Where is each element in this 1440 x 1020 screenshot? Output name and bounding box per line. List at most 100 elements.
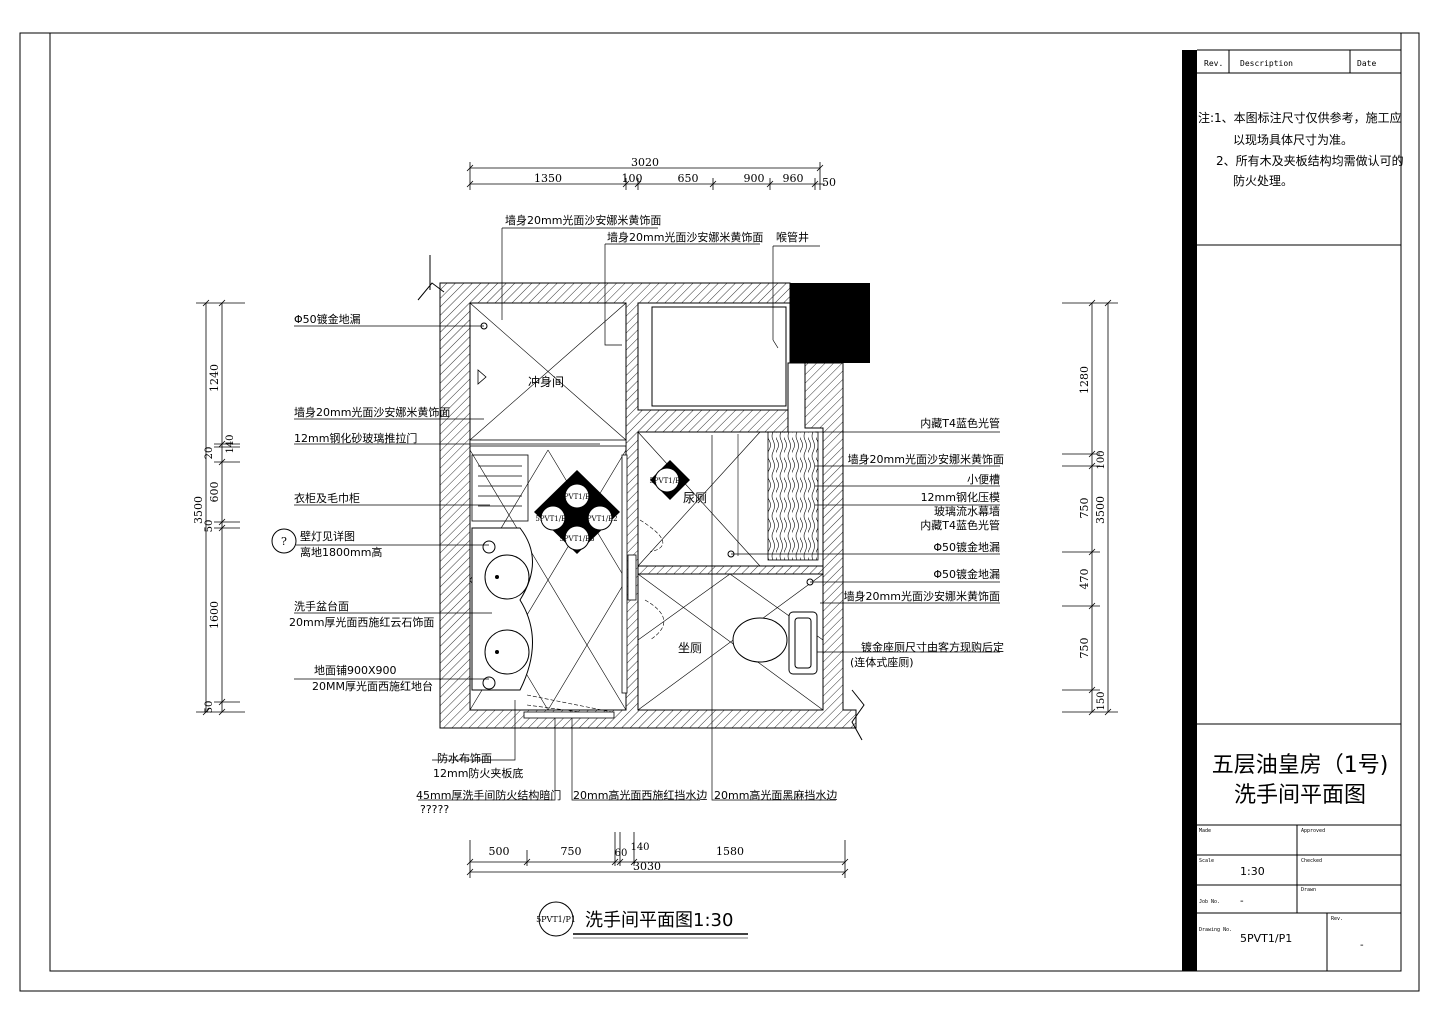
label-left-7a: 地面铺900X900 (314, 664, 397, 677)
made-label: Made (1199, 828, 1211, 834)
dimension-top (466, 162, 825, 190)
svg-text:50: 50 (204, 701, 215, 714)
glass-sliding-door (469, 439, 627, 447)
label-right-4a: 12mm钢化压模 (921, 490, 1000, 504)
label-bottom-1b: 12mm防火夹板底 (433, 766, 523, 780)
toilet-fixture (732, 611, 818, 675)
label-right-4c: 内藏T4蓝色光管 (920, 518, 1000, 532)
drawing-title-text: 洗手间平面图1:30 (585, 910, 733, 931)
elevation-marker-group: 5PVT1/E1 5PVT1/E4 5PVT1/E2 5PVT1/E3 5PVT… (534, 460, 690, 554)
rev-value: - (1360, 940, 1364, 951)
label-top-2: 墙身20mm光面沙安娜米黄饰面 (607, 230, 763, 244)
elevation-tag-e4: 5PVT1/E4 (535, 515, 571, 523)
label-bottom-2a: 45mm厚洗手间防火结构暗门 (416, 788, 561, 802)
svg-text:1600: 1600 (208, 601, 221, 629)
scale-label: Scale (1199, 858, 1214, 864)
label-right-6: Φ50镀金地漏 (933, 567, 1000, 581)
project-name: 五层油皇房（1号) (1212, 753, 1389, 778)
svg-text:140: 140 (225, 434, 236, 453)
label-right-2: 墙身20mm光面沙安娜米黄饰面 (848, 452, 1004, 466)
svg-text:470: 470 (1078, 569, 1091, 590)
label-left-3: 12mm钢化砂玻璃推拉门 (294, 431, 417, 445)
svg-text:150: 150 (1096, 691, 1107, 710)
svg-text:960: 960 (783, 172, 804, 185)
label-left-4: 衣柜及毛巾柜 (294, 491, 360, 505)
svg-text:650: 650 (678, 172, 699, 185)
svg-text:1350: 1350 (534, 172, 562, 185)
svg-text:900: 900 (744, 172, 765, 185)
elevation-tag-e3: 5PVT1/E3 (559, 535, 594, 543)
svg-text:?: ? (281, 535, 287, 548)
note-line-2: 以现场具体尺寸为准。 (1233, 133, 1353, 147)
label-right-4b: 玻璃流水幕墙 (934, 504, 1000, 518)
wall-lamp-1 (482, 540, 496, 554)
basin-1 (484, 554, 530, 600)
label-right-3: 小便槽 (967, 473, 1000, 486)
svg-text:3020: 3020 (631, 156, 659, 169)
drawing-title-tag: 5PVT1/P1 (536, 915, 576, 924)
note-line-4: 防火处理。 (1233, 173, 1293, 188)
label-left-1: Φ50镀金地漏 (294, 312, 361, 326)
bottom-door (523, 711, 615, 719)
sheet-name: 洗手间平面图 (1234, 783, 1366, 808)
scale-value: 1:30 (1240, 865, 1265, 878)
room-urinal: 尿厕 (683, 491, 707, 505)
checked-label: Checked (1301, 858, 1322, 864)
urinal-trough-panel (767, 431, 819, 561)
label-left-2: 墙身20mm光面沙安娜米黄饰面 (294, 405, 450, 419)
glass-partition (621, 454, 628, 694)
dimension-bottom (466, 832, 849, 878)
detail-callout-marker (271, 528, 297, 554)
rev-header: Rev. (1204, 59, 1223, 68)
approved-label: Approved (1301, 828, 1325, 834)
wardrobe-cabinet (471, 454, 529, 522)
label-bottom-2b: ????? (420, 803, 449, 816)
label-top-3: 喉管井 (776, 230, 809, 244)
label-right-5: Φ50镀金地漏 (933, 540, 1000, 554)
svg-text:3500: 3500 (192, 496, 205, 524)
job-label: Job No. (1199, 899, 1220, 905)
note-line-1: 注:1、本图标注尺寸仅供参考，施工应 (1198, 110, 1402, 125)
wall-breaks (417, 255, 865, 741)
label-bottom-3: 20mm高光面西施红挡水边 (573, 788, 707, 802)
room-toilet: 坐厕 (678, 641, 702, 655)
svg-text:3030: 3030 (633, 860, 661, 873)
label-left-6a: 洗手盆台面 (294, 599, 349, 613)
svg-text:600: 600 (208, 482, 221, 503)
note-line-3: 2、所有木及夹板结构均需做认可的 (1216, 153, 1404, 168)
drawn-label: Drawn (1301, 887, 1316, 893)
svg-text:1280: 1280 (1078, 366, 1091, 394)
label-bottom-1a: 防水布饰面 (437, 751, 492, 765)
label-bottom-4: 20mm高光面黑麻挡水边 (714, 788, 837, 802)
description-header: Description (1240, 59, 1293, 68)
svg-text:1240: 1240 (208, 364, 221, 392)
job-value: - (1240, 896, 1244, 907)
label-right-1: 内藏T4蓝色光管 (920, 416, 1000, 430)
label-left-7b: 20MM厚光面西施红地台 (312, 679, 433, 693)
date-header: Date (1357, 59, 1376, 68)
wall-partition-h (637, 565, 824, 575)
room-shower: 冲身间 (528, 374, 564, 389)
svg-text:750: 750 (1078, 638, 1091, 659)
svg-text:60: 60 (615, 848, 628, 859)
label-left-6b: 20mm厚光面西施红云石饰面 (289, 615, 434, 629)
wall-lamp-2 (482, 676, 496, 690)
label-right-7: 墙身20mm光面沙安娜米黄饰面 (844, 589, 1000, 603)
drawing-no-value: 5PVT1/P1 (1240, 932, 1292, 945)
pipe-shaft (790, 283, 870, 363)
label-top-1: 墙身20mm光面沙安娜米黄饰面 (505, 213, 661, 227)
drawing-title: 5PVT1/P1 洗手间平面图1:30 (536, 901, 748, 939)
dimension-top-text: 3020 1350 100 650 900 960 50 (534, 156, 836, 189)
dimension-right-text: 3500 1280 100 750 470 750 150 (1078, 366, 1107, 711)
svg-text:20: 20 (204, 447, 215, 460)
svg-text:500: 500 (489, 845, 510, 858)
dimension-left-text: 3500 1240 20 140 600 50 1600 50 (192, 364, 236, 713)
label-right-8a: 镀金座厕尺寸由客方现购后定 (861, 640, 1004, 654)
svg-text:50: 50 (204, 520, 215, 533)
elevation-tag-e2: 5PVT1/E2 (582, 515, 617, 523)
svg-text:100: 100 (622, 172, 643, 185)
svg-text:750: 750 (1078, 498, 1091, 519)
svg-text:1580: 1580 (716, 845, 744, 858)
elevation-tag-e5: 5PVT1/E5 (649, 477, 684, 485)
dimension-bottom-text: 500 750 60 140 1580 3030 (489, 842, 745, 873)
